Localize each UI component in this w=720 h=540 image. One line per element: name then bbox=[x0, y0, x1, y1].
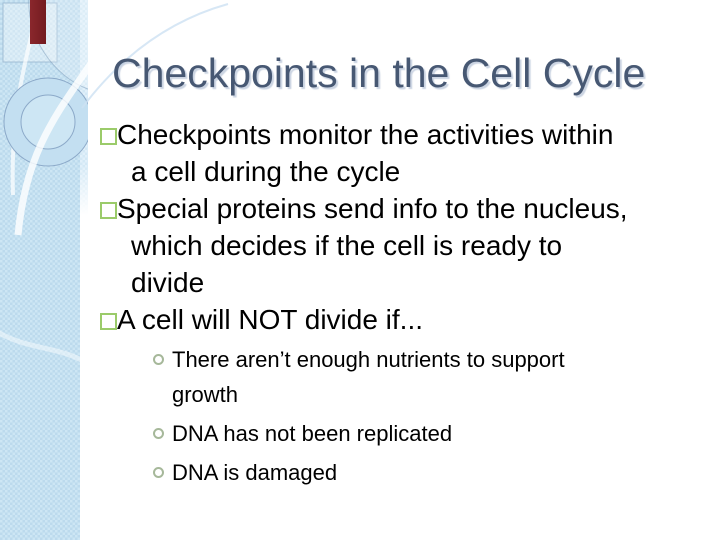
bullet-text: Checkpoints monitor the activities withi… bbox=[117, 119, 614, 187]
slide-title: Checkpoints in the Cell Cycle bbox=[112, 50, 646, 96]
faint-arc-ornament bbox=[81, 3, 229, 109]
bullet-item: Special proteins send info to the nucleu… bbox=[100, 190, 635, 301]
bullet-text: Special proteins send info to the nucleu… bbox=[117, 193, 628, 298]
circle-bullet-icon bbox=[153, 354, 164, 365]
bullet-item: Checkpoints monitor the activities withi… bbox=[100, 116, 635, 190]
sidebar-ornaments bbox=[0, 0, 88, 367]
bullet-text: A cell will NOT divide if... bbox=[117, 304, 424, 335]
swoosh-line-2 bbox=[14, 61, 88, 236]
square-bullet-icon bbox=[100, 202, 117, 219]
square-bullet-icon bbox=[100, 313, 117, 330]
circle-bullet-icon bbox=[153, 428, 164, 439]
sub-bullet-item: There aren’t enough nutrients to support… bbox=[153, 342, 635, 412]
ellipse-ornament bbox=[28, 0, 88, 95]
bullet-item: A cell will NOT divide if... bbox=[100, 301, 635, 338]
sub-bullet-item: DNA has not been replicated bbox=[153, 416, 635, 451]
red-accent-bar bbox=[30, 0, 46, 44]
swoosh-line-3 bbox=[0, 330, 88, 367]
sub-bullet-text: There aren’t enough nutrients to support… bbox=[172, 347, 565, 407]
sub-bullet-item: DNA is damaged bbox=[153, 455, 635, 490]
sub-bullet-text: DNA is damaged bbox=[172, 460, 338, 485]
circle-bullet-icon bbox=[153, 467, 164, 478]
sub-bullet-text: DNA has not been replicated bbox=[172, 421, 453, 446]
bullet-list: Checkpoints monitor the activities withi… bbox=[100, 116, 635, 490]
square-bullet-icon bbox=[100, 128, 117, 145]
